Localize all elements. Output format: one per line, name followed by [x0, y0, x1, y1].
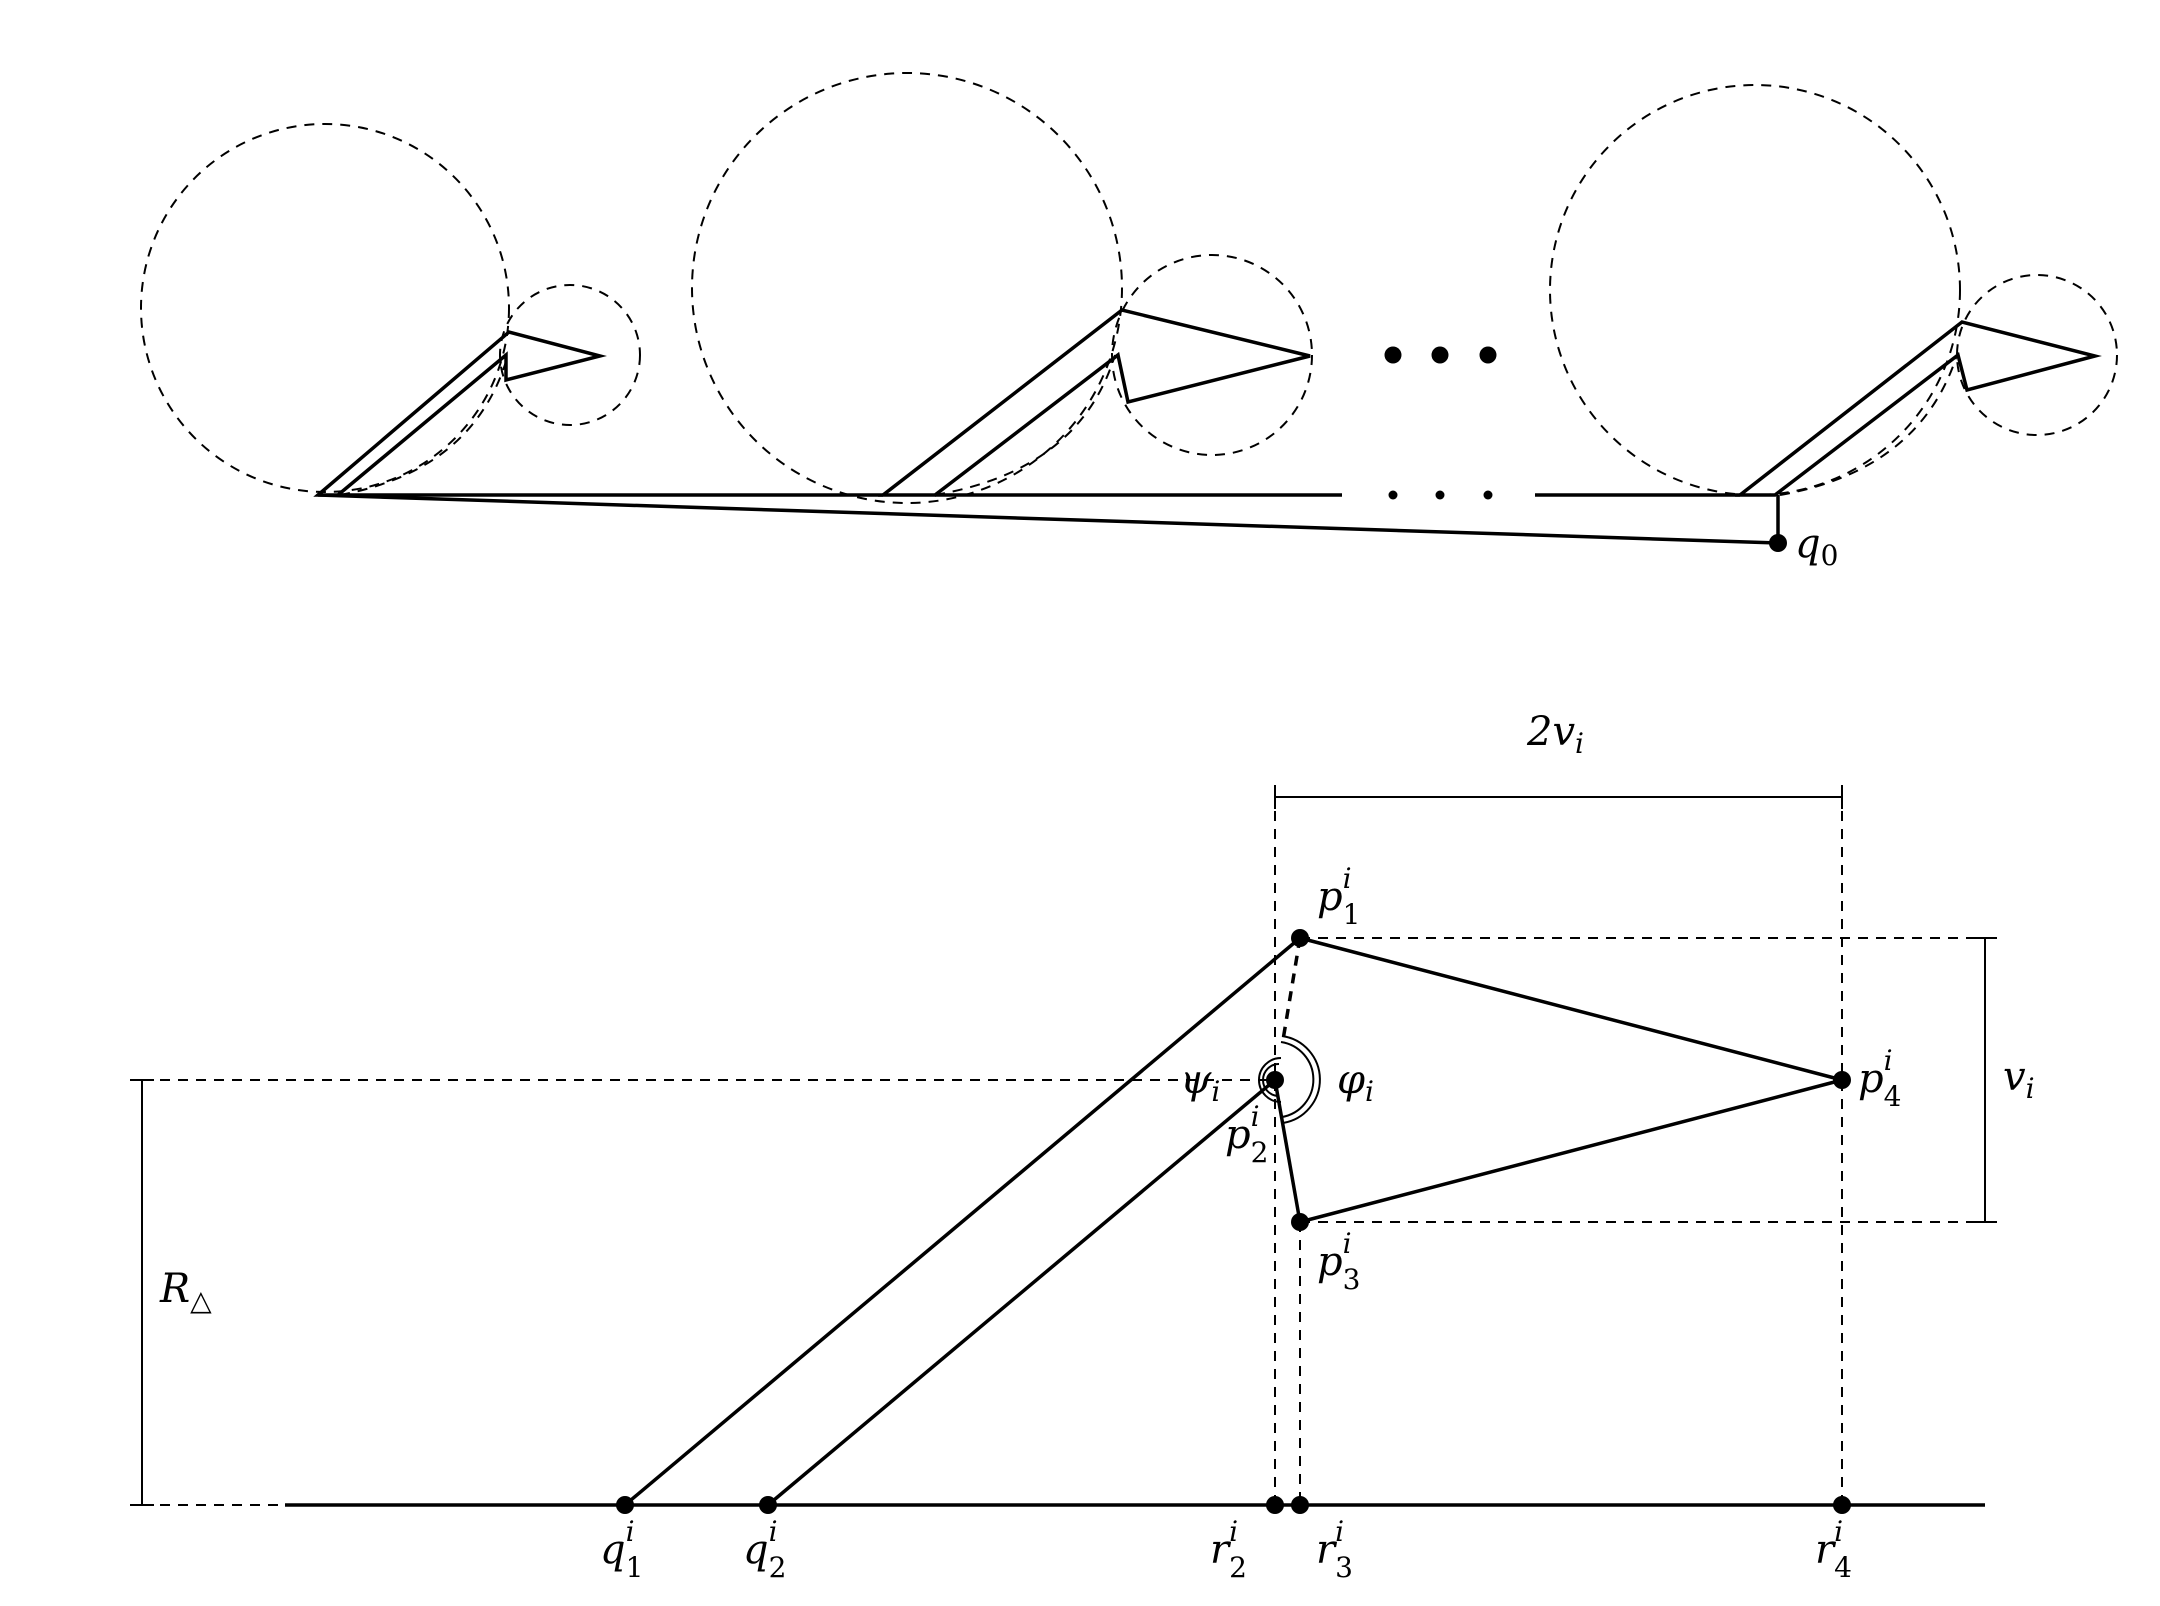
inner-arc-1: [339, 354, 509, 496]
point-q1: [616, 1496, 634, 1514]
edge-q1-p1: [623, 936, 1302, 1507]
ellipsis-dot: [1384, 346, 1402, 364]
angle-psi-arc-inner: [1262, 1063, 1280, 1097]
label-q0: q0: [1795, 521, 1838, 572]
gadget-3: [1734, 320, 2102, 497]
top-panel: q0: [140, 72, 2118, 572]
label-phi: φi: [1337, 1057, 1374, 1108]
ellipsis-dot: [1479, 346, 1497, 364]
angle-phi-arc-outer: [1281, 1035, 1321, 1124]
small-circle-2: [1111, 254, 1313, 456]
large-circle-1: [140, 123, 510, 493]
point-p3: [1291, 1213, 1309, 1231]
ellipsis-dot: [1431, 346, 1449, 364]
small-circle-3: [1956, 274, 2118, 436]
point-r3: [1291, 1496, 1309, 1514]
inner-arc-2: [934, 354, 1116, 496]
label-height: vi: [2003, 1054, 2035, 1105]
gadget-1: [313, 330, 607, 497]
baseline-ellipsis-dot: [1435, 490, 1445, 500]
label-psi: ψi: [1180, 1057, 1220, 1108]
point-q0: [1769, 534, 1787, 552]
baseline-ellipsis-dot: [1388, 490, 1398, 500]
edge-p3-p2: [1273, 1079, 1302, 1223]
label-width: 2vi: [1526, 709, 1584, 760]
edge-p1-p4: [1299, 936, 1843, 1082]
large-circle-2: [691, 72, 1123, 504]
edge-p1-p2-dashed: [1281, 937, 1302, 1041]
point-p2: [1266, 1071, 1284, 1089]
point-r2: [1266, 1496, 1284, 1514]
baseline-ellipsis-dot: [1483, 490, 1493, 500]
label-radius: R△: [159, 1266, 212, 1317]
point-q2: [759, 1496, 777, 1514]
edge-p4-p3: [1299, 1078, 1843, 1224]
bottom-panel: R△ 2vi vi: [130, 709, 2035, 1584]
angle-psi-arc-outer: [1258, 1057, 1282, 1103]
point-r4: [1833, 1496, 1851, 1514]
closing-edge: [317, 493, 1779, 545]
point-p1: [1291, 929, 1309, 947]
large-circle-3: [1549, 84, 1961, 496]
point-p4: [1833, 1071, 1851, 1089]
small-circle-1: [499, 284, 641, 426]
gadget-2: [877, 308, 1311, 497]
edge-q2-p2: [766, 1078, 1277, 1507]
angle-phi-arc-inner: [1280, 1041, 1315, 1118]
